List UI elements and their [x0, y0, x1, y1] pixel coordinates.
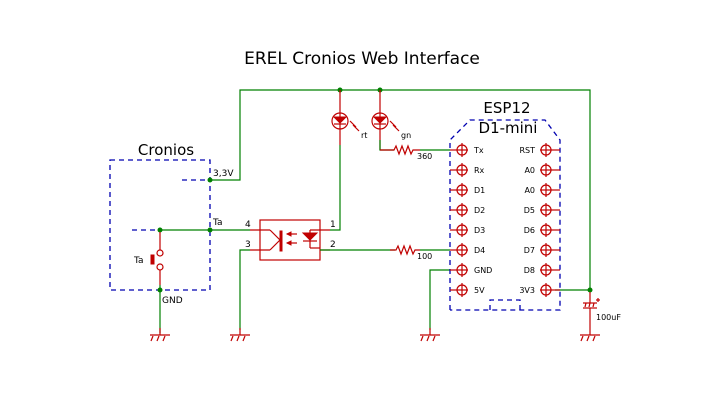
opto-pin3: 3 [245, 240, 251, 250]
led-red: rt [331, 90, 367, 145]
page-title: EREL Cronios Web Interface [244, 49, 480, 69]
esp-pin-right: A0 [524, 183, 560, 197]
res-360-label: 360 [417, 152, 432, 161]
esp-pin-label: D6 [524, 226, 535, 235]
esp-pin-label: D2 [474, 206, 485, 215]
esp-pin-label: 3V3 [519, 286, 535, 295]
esp-pin-label: D1 [474, 186, 485, 195]
led-rt-label: rt [361, 131, 367, 140]
esp-pin-label: A0 [524, 166, 535, 175]
opto-pin4: 4 [245, 220, 251, 230]
led-green: gn [371, 90, 411, 150]
esp12-module: ESP12 D1-mini [449, 99, 561, 311]
esp-pin-left: Tx [450, 143, 484, 157]
esp-pin-left: 5V [450, 283, 485, 297]
pin-33v-label: 3,3V [213, 169, 234, 179]
ground-icon [420, 328, 440, 342]
esp-pin-left: Rx [450, 163, 485, 177]
res-100-label: 100 [417, 252, 432, 261]
esp-pin-label: GND [474, 266, 492, 275]
wire-opto-led [330, 145, 341, 231]
pin-ta-label: Ta [212, 218, 223, 228]
ground-icon [230, 328, 250, 342]
optocoupler: 4 3 1 2 [245, 219, 336, 261]
cronios-label: Cronios [138, 141, 194, 159]
esp-subtitle: D1-mini [479, 119, 538, 137]
esp-pin-left: D3 [450, 223, 485, 237]
esp-pin-left: D1 [450, 183, 485, 197]
esp-pin-right: RST [519, 143, 560, 157]
pin-gnd-label: GND [162, 296, 183, 306]
wire-opto-gnd [239, 249, 250, 330]
esp-pin-left: GND [450, 263, 492, 277]
pushbutton: Ta [133, 232, 164, 285]
opto-pin2: 2 [330, 240, 336, 250]
esp-pin-label: Rx [474, 166, 485, 175]
esp-pin-label: D3 [474, 226, 485, 235]
esp-pin-label: 5V [474, 286, 485, 295]
resistor-360: 360 [380, 144, 432, 161]
wire-led-res [379, 140, 394, 151]
esp-pin-right: 3V3 [519, 283, 560, 297]
ground-icon [150, 328, 170, 342]
esp-pin-label: D5 [524, 206, 535, 215]
esp-pin-right: D7 [524, 243, 560, 257]
esp-pin-right: D5 [524, 203, 560, 217]
esp-pin-label: RST [519, 146, 535, 155]
esp-pin-right: A0 [524, 163, 560, 177]
esp-pin-right: D6 [524, 223, 560, 237]
capacitor-100uf: 100uF [583, 292, 621, 335]
cronios-block: Cronios 3,3V Ta GND [109, 141, 234, 306]
led-gn-label: gn [401, 131, 411, 140]
wire-33v-rail [210, 87, 593, 293]
resistor-100: 100 [390, 244, 432, 261]
esp-pin-label: A0 [524, 186, 535, 195]
opto-pin1: 1 [330, 220, 336, 230]
esp-pin-label: D4 [474, 246, 485, 255]
esp-pin-right: D8 [524, 263, 560, 277]
wire-esp-gnd [429, 269, 450, 330]
esp-title: ESP12 [483, 99, 530, 117]
ground-icon [580, 334, 600, 342]
esp-pin-label: Tx [473, 146, 484, 155]
esp-pin-label: D7 [524, 246, 535, 255]
button-label: Ta [133, 256, 144, 266]
esp-pin-label: D8 [524, 266, 535, 275]
esp-pin-left: D4 [450, 243, 485, 257]
cap-label: 100uF [596, 313, 621, 322]
esp-pin-left: D2 [450, 203, 485, 217]
